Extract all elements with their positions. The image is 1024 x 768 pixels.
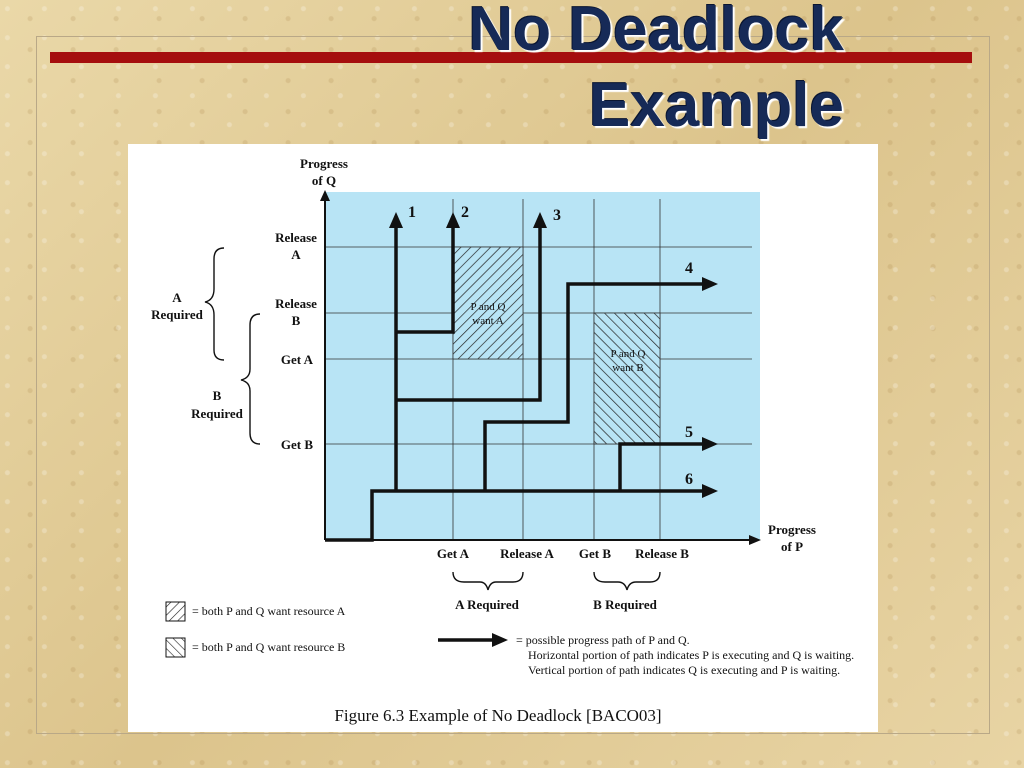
legend-hatch-b-swatch [165,637,186,658]
brace-a-required-left [204,247,225,361]
legend-path-text-3: Vertical portion of path indicates Q is … [528,663,840,677]
x-tick-release-a: Release A [500,546,554,561]
x-tick-get-b: Get B [579,546,611,561]
legend-path-text-1: = possible progress path of P and Q. [516,633,690,647]
a-required-left-line-1: A [172,290,182,305]
path-3 [396,224,542,402]
figure-caption: Figure 6.3 Example of No Deadlock [BACO0… [334,706,661,725]
slide-title-line-1: No Deadlock [468,0,844,64]
brace-b-required-left [240,313,261,445]
plot-area [325,192,760,540]
path-label-6: 6 [685,471,693,488]
a-required-left-line-2: Required [151,307,204,322]
region-a-label-line-1: P and Q [470,301,505,313]
legend-hatch-a-swatch [165,601,186,622]
y-tick-release-a-line-1: Release [275,230,317,245]
figure-image: P and Q want A P and Q want B Progress o… [128,144,878,732]
x-tick-release-b: Release B [635,546,689,561]
y-tick-release-b-line-2: B [292,313,301,328]
path-2-arrow-icon [446,212,460,228]
path-2 [396,224,455,334]
brace-a-required-bottom [452,571,524,591]
y-axis-label-line-2: of Q [312,173,336,188]
path-label-4: 4 [685,260,693,277]
region-b-label-line-1: P and Q [610,348,645,360]
legend-path-text-2: Horizontal portion of path indicates P i… [528,648,854,662]
path-4 [483,282,706,491]
b-required-left-line-1: B [213,388,222,403]
x-tick-get-a: Get A [437,546,470,561]
b-required-left-line-2: Required [191,406,244,421]
legend-hatch-b-text: = both P and Q want resource B [192,640,345,654]
region-a-label-line-2: want A [472,315,504,327]
x-axis-label-line-2: of P [781,539,803,554]
path-label-5: 5 [685,424,693,441]
path-6-arrow-icon [702,484,718,498]
path-arrowheads [389,212,718,498]
path-5 [618,442,706,491]
path-6 [325,489,708,542]
no-deadlock-diagram: P and Q want A P and Q want B Progress o… [151,156,854,725]
path-1-arrow-icon [389,212,403,228]
b-required-bottom: B Required [593,597,657,612]
y-axis-arrow-icon [320,190,330,201]
y-tick-release-b-line-1: Release [275,296,317,311]
path-label-2: 2 [461,204,469,221]
path-label-3: 3 [553,207,561,224]
path-label-1: 1 [408,204,416,221]
path-3-arrow-icon [533,212,547,228]
y-tick-get-b: Get B [281,437,313,452]
title-underline-bar [50,52,972,63]
region-b-label-line-2: want B [612,362,643,374]
path-4-arrow-icon [702,277,718,291]
region-both-want-b [593,312,661,445]
slide-title-line-2: Example [588,71,844,140]
y-tick-get-a: Get A [281,352,314,367]
y-axis-label-line-1: Progress [300,156,348,171]
brace-b-required-bottom [593,571,661,591]
path-5-arrow-icon [702,437,718,451]
progress-paths [325,224,708,542]
slide-frame [36,36,990,734]
slide-title: No Deadlock Example [244,0,844,144]
region-both-want-a [452,246,524,360]
axes [324,200,752,541]
legend-hatch-a-text: = both P and Q want resource A [192,604,346,618]
y-tick-release-a-line-2: A [291,247,301,262]
x-axis-label-line-1: Progress [768,522,816,537]
legend-path-arrow-icon [492,633,508,647]
a-required-bottom: A Required [455,597,519,612]
x-axis-arrow-icon [749,535,761,545]
